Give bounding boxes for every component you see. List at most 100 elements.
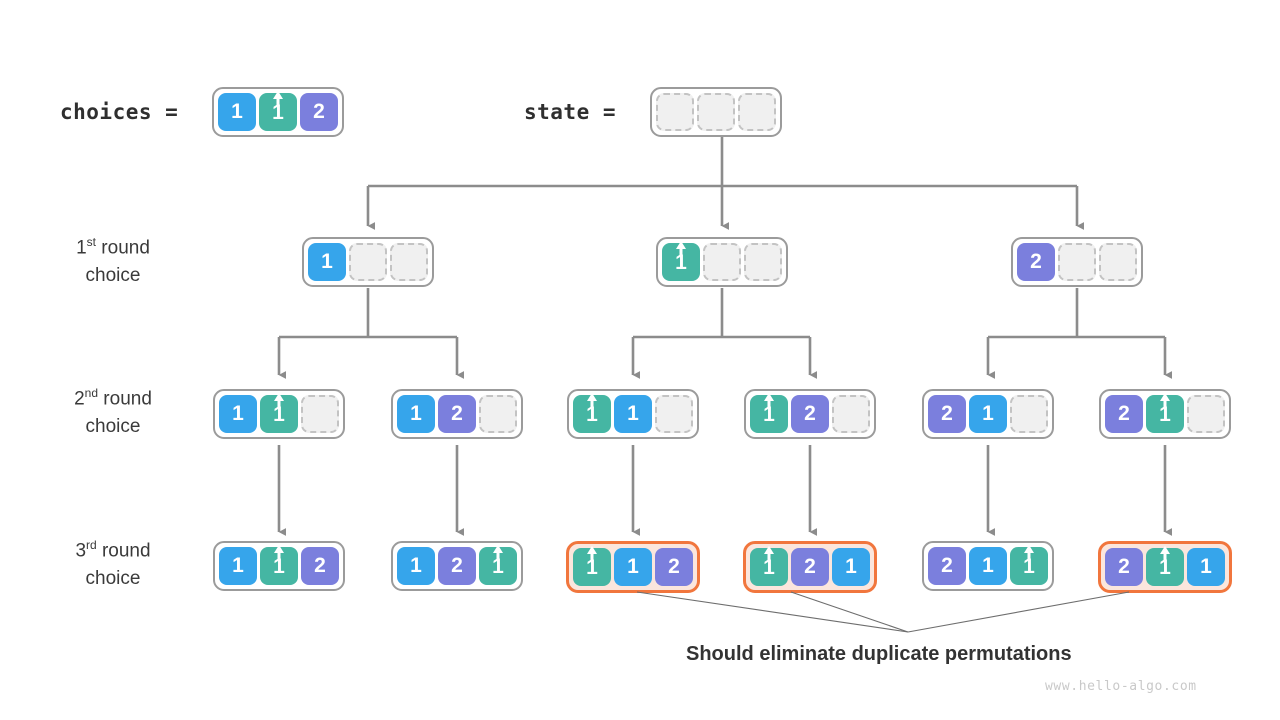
array-cell-empty[interactable] bbox=[301, 395, 339, 433]
array-frame: 1 1 2 bbox=[213, 541, 345, 591]
array-cell[interactable]: 1 bbox=[832, 548, 870, 586]
one-hat-glyph: 1 bbox=[1159, 555, 1171, 579]
array-cell[interactable]: 2 bbox=[301, 547, 339, 585]
tree-node[interactable]: 2 bbox=[1011, 237, 1143, 287]
array-cell[interactable]: 1 bbox=[969, 395, 1007, 433]
array-cell[interactable]: 1 bbox=[308, 243, 346, 281]
array-cell[interactable]: 1 bbox=[614, 548, 652, 586]
array-cell-value: 2 bbox=[1030, 250, 1042, 273]
array-cell[interactable]: 2 bbox=[928, 547, 966, 585]
array-cell[interactable]: 1 bbox=[1010, 547, 1048, 585]
row-label-line2: choice bbox=[85, 567, 141, 589]
row-label-round-2: 2nd round choice bbox=[8, 385, 218, 440]
array-cell[interactable]: 2 bbox=[300, 93, 338, 131]
array-frame: 1 bbox=[656, 237, 788, 287]
array-cell-value: 1 bbox=[232, 554, 244, 577]
annotation-caption: Should eliminate duplicate permutations bbox=[686, 643, 1072, 665]
array-cell-value: 1 bbox=[982, 402, 994, 425]
array-cell-empty[interactable] bbox=[697, 93, 735, 131]
array-cell-empty[interactable] bbox=[1187, 395, 1225, 433]
array-cell-empty[interactable] bbox=[1058, 243, 1096, 281]
array-cell[interactable]: 1 bbox=[260, 547, 298, 585]
array-cell[interactable]: 1 bbox=[219, 547, 257, 585]
array-cell[interactable]: 1 bbox=[969, 547, 1007, 585]
array-cell[interactable]: 2 bbox=[791, 548, 829, 586]
array-cell[interactable]: 2 bbox=[438, 547, 476, 585]
array-cell-empty[interactable] bbox=[744, 243, 782, 281]
array-cell-value: 2 bbox=[1118, 555, 1130, 578]
one-hat-glyph: 1 bbox=[763, 555, 775, 579]
array-cell-value: 2 bbox=[941, 402, 953, 425]
array-cell[interactable]: 1 bbox=[218, 93, 256, 131]
one-hat-glyph: 1 bbox=[586, 402, 598, 426]
state-array bbox=[650, 87, 782, 137]
array-cell-value: 1 bbox=[410, 402, 422, 425]
array-cell-value: 1 bbox=[627, 402, 639, 425]
state-label: state = bbox=[524, 100, 617, 124]
array-cell-empty[interactable] bbox=[1010, 395, 1048, 433]
array-cell[interactable]: 1 bbox=[219, 395, 257, 433]
array-cell[interactable]: 1 bbox=[662, 243, 700, 281]
array-cell[interactable]: 2 bbox=[1105, 395, 1143, 433]
array-cell[interactable]: 2 bbox=[438, 395, 476, 433]
array-cell[interactable]: 1 bbox=[259, 93, 297, 131]
one-hat-glyph: 1 bbox=[1023, 554, 1035, 578]
array-cell[interactable]: 1 bbox=[573, 395, 611, 433]
tree-node[interactable]: 1 bbox=[656, 237, 788, 287]
array-cell-empty[interactable] bbox=[1099, 243, 1137, 281]
array-cell-value: 2 bbox=[668, 555, 680, 578]
array-cell[interactable]: 1 bbox=[573, 548, 611, 586]
array-cell[interactable]: 1 bbox=[479, 547, 517, 585]
one-hat-glyph: 1 bbox=[675, 250, 687, 274]
array-cell-empty[interactable] bbox=[738, 93, 776, 131]
array-cell-empty[interactable] bbox=[655, 395, 693, 433]
array-cell[interactable]: 1 bbox=[1146, 395, 1184, 433]
array-cell[interactable]: 2 bbox=[791, 395, 829, 433]
array-cell[interactable]: 1 bbox=[260, 395, 298, 433]
tree-node[interactable]: 1 1 2 bbox=[213, 541, 345, 591]
ordinal-number: 3 bbox=[75, 540, 87, 562]
array-frame: 1 bbox=[302, 237, 434, 287]
array-cell[interactable]: 1 bbox=[1187, 548, 1225, 586]
array-cell-value: 2 bbox=[1118, 402, 1130, 425]
array-cell-empty[interactable] bbox=[703, 243, 741, 281]
array-cell[interactable]: 2 bbox=[928, 395, 966, 433]
array-cell[interactable]: 1 bbox=[614, 395, 652, 433]
array-cell-empty[interactable] bbox=[832, 395, 870, 433]
array-cell[interactable]: 1 bbox=[1146, 548, 1184, 586]
array-cell[interactable]: 2 bbox=[1017, 243, 1055, 281]
array-cell-value: 1 bbox=[845, 555, 857, 578]
tree-node[interactable]: 1 bbox=[302, 237, 434, 287]
array-cell-empty[interactable] bbox=[656, 93, 694, 131]
array-cell-value: 2 bbox=[451, 554, 463, 577]
array-cell[interactable]: 2 bbox=[1105, 548, 1143, 586]
array-cell-value: 2 bbox=[314, 554, 326, 577]
array-cell[interactable]: 1 bbox=[397, 547, 435, 585]
array-cell-empty[interactable] bbox=[479, 395, 517, 433]
array-cell-empty[interactable] bbox=[390, 243, 428, 281]
array-cell-empty[interactable] bbox=[349, 243, 387, 281]
one-hat-glyph: 1 bbox=[273, 554, 285, 578]
array-cell[interactable]: 1 bbox=[750, 395, 788, 433]
array-cell[interactable]: 1 bbox=[750, 548, 788, 586]
array-cell[interactable]: 1 bbox=[397, 395, 435, 433]
array-cell[interactable]: 2 bbox=[655, 548, 693, 586]
